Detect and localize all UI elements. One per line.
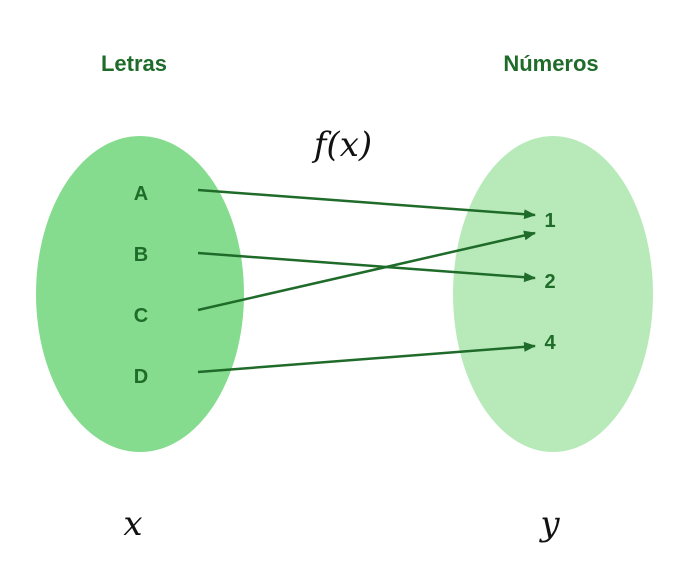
domain-title: Letras <box>101 51 167 76</box>
codomain-variable: y <box>538 504 560 544</box>
codomain-element-2: 2 <box>544 271 555 293</box>
domain-element-b: B <box>134 244 148 266</box>
arrow-b-to-2 <box>197 251 536 283</box>
arrow-c-to-1 <box>197 230 536 312</box>
arrow-d-to-4 <box>197 341 536 374</box>
codomain-element-1: 1 <box>544 210 555 232</box>
arrow-a-to-1 <box>197 188 536 220</box>
domain-set-ellipse <box>36 136 244 452</box>
function-label: f(x) <box>311 125 372 165</box>
domain-element-a: A <box>134 183 148 205</box>
codomain-title: Números <box>503 51 598 76</box>
codomain-element-4: 4 <box>544 332 556 354</box>
domain-element-c: C <box>134 305 148 327</box>
domain-variable: x <box>123 504 142 544</box>
codomain-set-ellipse <box>453 136 653 452</box>
domain-element-d: D <box>134 366 148 388</box>
